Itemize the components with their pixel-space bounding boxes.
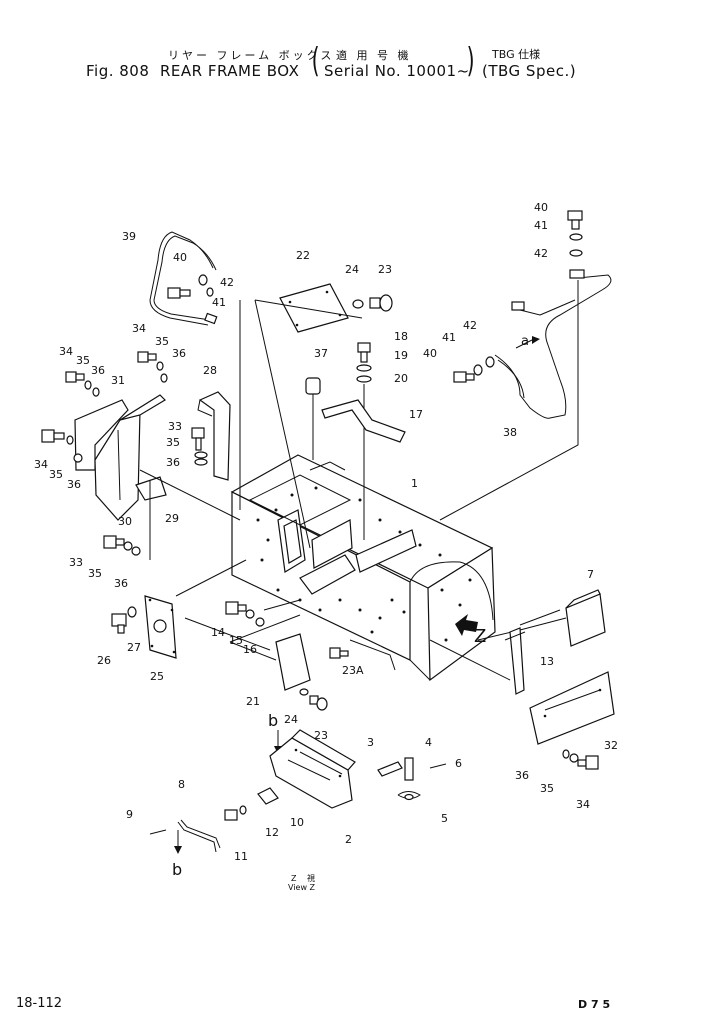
callout-17: 17 bbox=[409, 408, 423, 421]
pipe-39 bbox=[149, 231, 214, 326]
callout-26: 26 bbox=[97, 654, 111, 667]
callout-23-bottom: 23 bbox=[314, 729, 328, 742]
callout-23a: 23A bbox=[342, 664, 364, 677]
callout-40-b: 40 bbox=[423, 347, 437, 360]
callout-33-top: 33 bbox=[168, 420, 182, 433]
callout-35-f: 35 bbox=[540, 782, 554, 795]
callout-41-b: 41 bbox=[442, 331, 456, 344]
callout-42-c: 42 bbox=[534, 247, 548, 260]
callout-8: 8 bbox=[178, 778, 185, 791]
callout-35-c: 35 bbox=[166, 436, 180, 449]
cover-22 bbox=[279, 283, 349, 333]
callout-35-e: 35 bbox=[88, 567, 102, 580]
callout-25: 25 bbox=[150, 670, 164, 683]
callout-33-bottom: 33 bbox=[69, 556, 83, 569]
page-title: REAR FRAME BOX bbox=[160, 62, 300, 80]
callout-19: 19 bbox=[394, 349, 408, 362]
callout-31: 31 bbox=[111, 374, 125, 387]
callout-20: 20 bbox=[394, 372, 408, 385]
view-z-japanese: Z 視 bbox=[291, 874, 320, 883]
callout-15: 15 bbox=[229, 634, 243, 647]
callout-3: 3 bbox=[367, 736, 374, 749]
serial-number: Serial No. 10001~ bbox=[324, 62, 470, 80]
callout-5: 5 bbox=[441, 812, 448, 825]
callout-35-a: 35 bbox=[155, 335, 169, 348]
callout-42-a: 42 bbox=[220, 276, 234, 289]
callout-36-d: 36 bbox=[67, 478, 81, 491]
callout-10: 10 bbox=[290, 816, 304, 829]
callout-11: 11 bbox=[234, 850, 248, 863]
callout-36-e: 36 bbox=[114, 577, 128, 590]
ref-b-top: b bbox=[268, 711, 278, 730]
callout-labels: 1 2 3 4 5 6 7 8 9 10 11 12 13 14 15 16 1… bbox=[34, 201, 618, 879]
callout-12: 12 bbox=[265, 826, 279, 839]
callout-40-a: 40 bbox=[173, 251, 187, 264]
callout-34-a: 34 bbox=[132, 322, 146, 335]
callout-18: 18 bbox=[394, 330, 408, 343]
callout-1: 1 bbox=[411, 477, 418, 490]
callout-14: 14 bbox=[211, 626, 225, 639]
callout-4: 4 bbox=[425, 736, 432, 749]
paren-left: ( bbox=[311, 41, 320, 81]
tbg-spec-japanese: TBG 仕様 bbox=[492, 48, 541, 61]
rod-8 bbox=[177, 821, 217, 853]
clip-29 bbox=[135, 476, 167, 501]
callout-42-b: 42 bbox=[463, 319, 477, 332]
plate-21 bbox=[275, 633, 311, 691]
callout-7: 7 bbox=[587, 568, 594, 581]
callout-22: 22 bbox=[296, 249, 310, 262]
callout-27: 27 bbox=[127, 641, 141, 654]
view-z-label: View Z bbox=[288, 883, 316, 892]
callout-36-a: 36 bbox=[172, 347, 186, 360]
callout-34-d: 34 bbox=[576, 798, 590, 811]
callout-35-d: 35 bbox=[49, 468, 63, 481]
callout-21: 21 bbox=[246, 695, 260, 708]
callout-24-bottom: 24 bbox=[284, 713, 298, 726]
callout-34-c: 34 bbox=[34, 458, 48, 471]
callout-2: 2 bbox=[345, 833, 352, 846]
callout-36-c: 36 bbox=[166, 456, 180, 469]
bracket-28 bbox=[198, 391, 231, 481]
callout-6: 6 bbox=[455, 757, 462, 770]
paren-right: ) bbox=[466, 41, 475, 81]
model-code: D 7 5 bbox=[578, 998, 611, 1011]
callout-30: 30 bbox=[118, 515, 132, 528]
callout-39: 39 bbox=[122, 230, 136, 243]
page-number: 18-112 bbox=[16, 996, 63, 1011]
bracket-31 bbox=[74, 399, 129, 471]
ref-b-bottom: b bbox=[172, 860, 182, 879]
callout-13: 13 bbox=[540, 655, 554, 668]
ref-a: a bbox=[521, 334, 529, 349]
callout-38: 38 bbox=[503, 426, 517, 439]
pipe-38 bbox=[494, 274, 612, 419]
callout-16: 16 bbox=[243, 643, 257, 656]
callout-24-top: 24 bbox=[345, 263, 359, 276]
plate-32 bbox=[529, 671, 615, 745]
callout-36-f: 36 bbox=[515, 769, 529, 782]
callout-35-b: 35 bbox=[76, 354, 90, 367]
figure-number: Fig. 808 bbox=[86, 62, 150, 80]
callout-29: 29 bbox=[165, 512, 179, 525]
tbg-spec: (TBG Spec.) bbox=[482, 62, 577, 80]
callout-36-b: 36 bbox=[91, 364, 105, 377]
callout-41-a: 41 bbox=[212, 296, 226, 309]
applicable-serial-japanese: 適 用 号 機 bbox=[336, 49, 412, 62]
title-japanese: リヤー フレーム ボックス bbox=[168, 49, 335, 62]
view-z-letter: Z bbox=[474, 626, 486, 647]
callout-34-b: 34 bbox=[59, 345, 73, 358]
bar-17 bbox=[321, 399, 406, 443]
callout-37: 37 bbox=[314, 347, 328, 360]
callout-28: 28 bbox=[203, 364, 217, 377]
callout-32: 32 bbox=[604, 739, 618, 752]
callout-40-c: 40 bbox=[534, 201, 548, 214]
bracket-13 bbox=[509, 627, 525, 695]
callout-23-top: 23 bbox=[378, 263, 392, 276]
callout-9: 9 bbox=[126, 808, 133, 821]
callout-41-c: 41 bbox=[534, 219, 548, 232]
